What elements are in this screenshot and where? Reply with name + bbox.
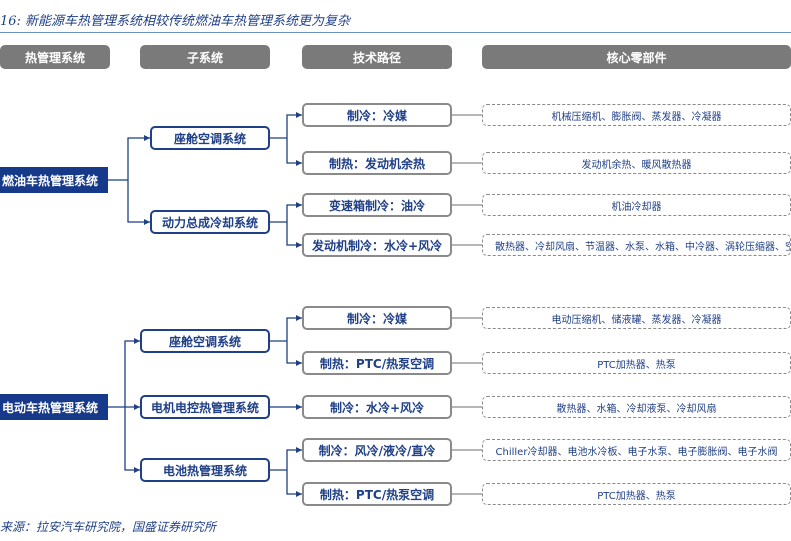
header-tech-route: 技术路径 [302,45,452,69]
title-rule [0,32,791,33]
source-note: 来源：拉安汽车研究院，国盛证券研究所 [0,520,217,534]
fuel-vehicle-root: 燃油车热管理系统 [0,167,108,193]
ev-route-battery-cooling: 制冷：风冷/液冷/直冷 [302,438,452,462]
ev-route-motor-water-air: 制冷：水冷+风冷 [302,395,452,419]
fuel-subsystem-cabin-ac: 座舱空调系统 [150,126,270,150]
header-components: 核心零部件 [482,45,791,69]
ev-route-battery-heating: 制热：PTC/热泵空调 [302,482,452,506]
ev-route-cooling-refrigerant: 制冷：冷媒 [302,306,452,330]
fuel-route-engine-water-air: 发动机制冷：水冷+风冷 [302,233,452,257]
figure-title: 16: 新能源车热管理系统相较传统燃油车热管理系统更为复杂 [0,14,351,29]
ev-vehicle-root: 电动车热管理系统 [0,394,108,420]
header-subsystem: 子系统 [140,45,270,69]
fuel-route-cooling-refrigerant: 制冷：冷媒 [302,103,452,127]
fuel-components-ac-cooling: 机械压缩机、膨胀阀、蒸发器、冷凝器 [482,104,791,126]
header-system: 热管理系统 [0,45,110,69]
fuel-route-gearbox-oil: 变速箱制冷：油冷 [302,193,452,217]
ev-components-ac-cooling: 电动压缩机、储液罐、蒸发器、冷凝器 [482,307,791,329]
fuel-subsystem-powertrain-cooling: 动力总成冷却系统 [150,210,270,234]
ev-components-ac-heating: PTC加热器、热泵 [482,352,791,374]
fuel-components-ac-heating: 发动机余热、暖风散热器 [482,152,791,174]
ev-components-motor: 散热器、水箱、冷却液泵、冷却风扇 [482,396,791,418]
ev-subsystem-motor-control: 电机电控热管理系统 [140,395,270,419]
ev-subsystem-battery: 电池热管理系统 [140,458,270,482]
ev-components-battery-heating: PTC加热器、热泵 [482,483,791,505]
fuel-route-heating-engine: 制热：发动机余热 [302,151,452,175]
ev-route-heating-ptc-heatpump: 制热：PTC/热泵空调 [302,351,452,375]
ev-subsystem-cabin-ac: 座舱空调系统 [140,329,270,353]
fuel-components-engine: 散热器、冷却风扇、节温器、水泵、水箱、中冷器、涡轮压缩器、空 [482,234,791,256]
fuel-components-gearbox: 机油冷却器 [482,194,791,216]
ev-components-battery-cooling: Chiller冷却器、电池水冷板、电子水泵、电子膨胀阀、电子水阀 [482,439,791,461]
